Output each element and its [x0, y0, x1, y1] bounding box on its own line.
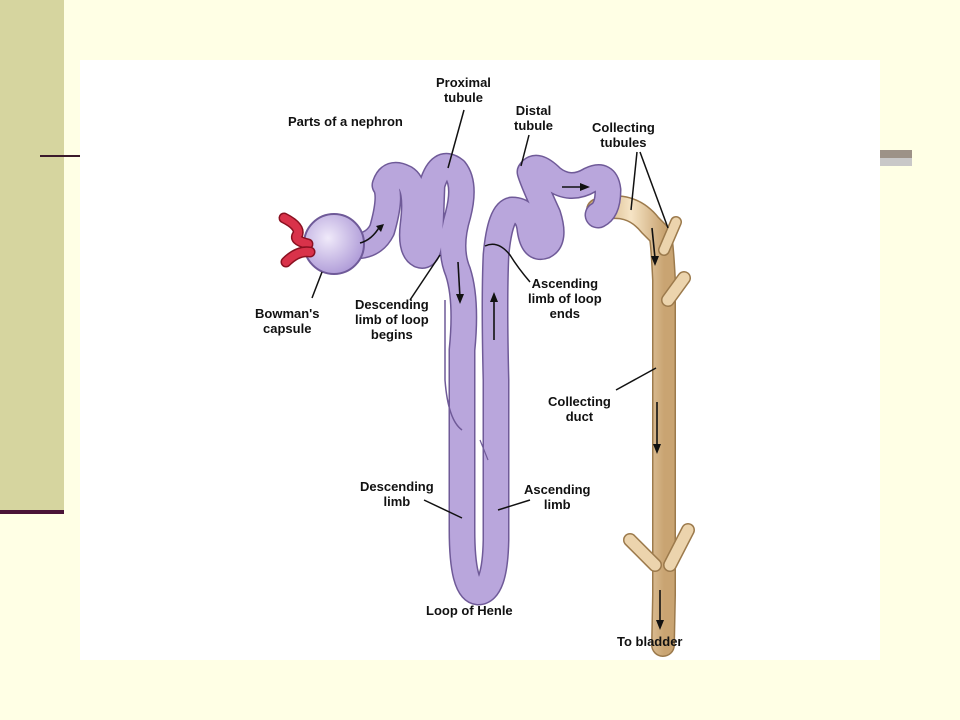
- label-proximal-tubule: Proximal tubule: [436, 75, 491, 105]
- collecting-duct-shape: [586, 195, 695, 657]
- leader-line: [639, 151, 669, 229]
- slide-side-bar: [0, 0, 64, 512]
- label-descending-limb-begins: Descending limb of loop begins: [355, 297, 429, 342]
- label-loop-of-henle: Loop of Henle: [426, 603, 513, 618]
- leader-line: [630, 151, 638, 211]
- label-descending-limb: Descending limb: [360, 479, 434, 509]
- label-bowmans-capsule: Bowman's capsule: [255, 306, 320, 336]
- slide-divider-line: [40, 155, 80, 157]
- leader-line: [423, 499, 463, 519]
- diagram-title: Parts of a nephron: [288, 114, 403, 129]
- leader-line: [311, 271, 323, 299]
- leader-line: [520, 134, 530, 167]
- flow-arrow: [651, 227, 656, 259]
- label-to-bladder: To bladder: [617, 634, 683, 649]
- nephron-tubule-shape: [331, 152, 622, 606]
- leader-line: [484, 243, 531, 283]
- label-ascending-limb: Ascending limb: [524, 482, 591, 512]
- label-collecting-duct: Collecting duct: [548, 394, 611, 424]
- slide-accent-bar-light: [880, 158, 912, 166]
- label-ascending-limb-ends: Ascending limb of loop ends: [528, 276, 602, 321]
- arteriole-shape: [278, 212, 316, 268]
- leader-line: [409, 254, 441, 301]
- leader-line: [447, 109, 465, 169]
- label-collecting-tubules: Collecting tubules: [592, 120, 655, 150]
- diagram-panel: [80, 60, 880, 660]
- leader-lines: [311, 109, 669, 519]
- flow-arrows: [359, 183, 664, 630]
- flow-arrow: [457, 261, 461, 299]
- slide-accent-bar-dark: [880, 150, 912, 158]
- label-distal-tubule: Distal tubule: [514, 103, 553, 133]
- leader-line: [615, 367, 657, 391]
- leader-line: [497, 499, 531, 511]
- slide-bottom-rule: [0, 510, 64, 514]
